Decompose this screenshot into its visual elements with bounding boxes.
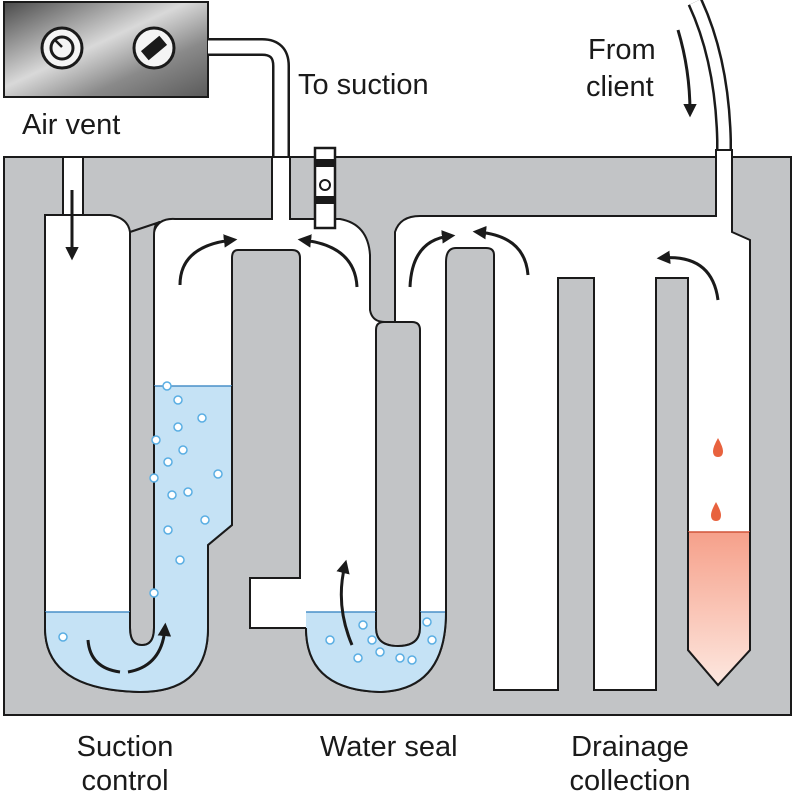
air-bubble-icon: [353, 653, 363, 663]
drainage-fluid: [688, 532, 750, 685]
flow-arrow-icon: [472, 225, 530, 276]
suction-control-label-line1: Suction: [76, 731, 174, 763]
air-bubble-icon: [407, 655, 417, 665]
flow-arrow-icon: [86, 639, 121, 674]
suction-control-label-line2: control: [81, 765, 169, 797]
air-bubble-icon: [183, 487, 193, 497]
blood-drop-icon: [713, 438, 723, 457]
air-bubble-icon: [197, 413, 207, 423]
flow-arrow-icon: [676, 29, 697, 118]
air-vent-label: Air vent: [22, 109, 121, 141]
air-bubbles: [58, 381, 437, 665]
air-bubble-icon: [178, 445, 188, 455]
suction-dial-icon[interactable]: [40, 26, 84, 70]
to-suction-label: To suction: [298, 69, 429, 101]
blood-drop-icon: [711, 502, 721, 521]
air-bubble-icon: [163, 525, 173, 535]
flow-arrows: [65, 29, 720, 674]
from-client-label-line1: From: [588, 34, 656, 66]
suction-source-unit: [3, 1, 209, 98]
air-bubble-icon: [149, 588, 159, 598]
suction-valve-icon[interactable]: [132, 26, 176, 70]
flow-arrow-icon: [297, 234, 359, 288]
from-client-label-line2: client: [586, 71, 654, 103]
air-bubble-icon: [167, 490, 177, 500]
client-tubing: [687, 0, 732, 218]
drainage-collection-label-line2: collection: [569, 765, 691, 797]
air-bubble-icon: [200, 515, 210, 525]
pressure-valve[interactable]: [313, 146, 337, 230]
air-bubble-icon: [58, 632, 68, 642]
suction-control-water: [45, 386, 232, 692]
air-bubble-icon: [325, 635, 335, 645]
flow-arrow-icon: [127, 622, 172, 674]
air-bubble-icon: [162, 381, 172, 391]
air-bubble-icon: [151, 435, 161, 445]
flow-arrow-icon: [408, 230, 456, 288]
water-seal-divider: [375, 321, 421, 648]
air-bubble-icon: [375, 647, 385, 657]
flow-arrow-icon: [656, 250, 720, 301]
air-bubble-icon: [213, 469, 223, 479]
air-bubble-icon: [395, 653, 405, 663]
water-seal-label: Water seal: [320, 731, 458, 763]
air-bubble-icon: [173, 395, 183, 405]
drainage-collection-label-line1: Drainage: [571, 731, 689, 763]
flow-arrow-icon: [178, 234, 238, 286]
air-bubble-icon: [427, 635, 437, 645]
air-bubble-icon: [175, 555, 185, 565]
air-bubble-icon: [149, 473, 159, 483]
air-bubble-icon: [173, 422, 183, 432]
air-bubble-icon: [163, 457, 173, 467]
air-bubble-icon: [422, 617, 432, 627]
air-bubble-icon: [367, 635, 377, 645]
air-bubble-icon: [358, 620, 368, 630]
flow-arrow-icon: [336, 559, 354, 646]
